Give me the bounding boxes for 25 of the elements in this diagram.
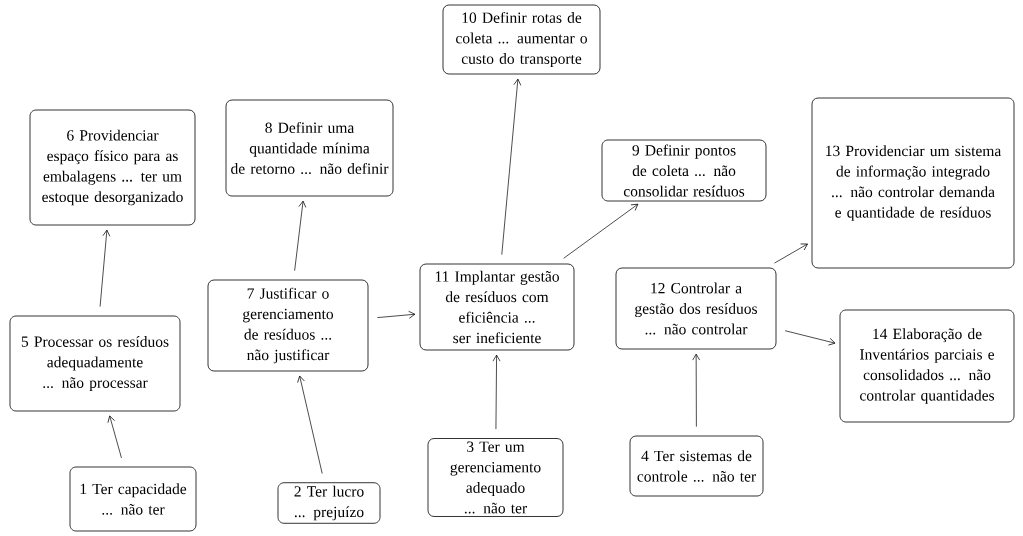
process-box: 7 Justificar o gerenciamento de resíduos ... não justificar (207, 279, 369, 372)
process-box: 1 Ter capacidade ... não ter (69, 466, 197, 532)
arrow (294, 200, 307, 272)
arrow (297, 375, 323, 474)
process-box: 9 Definir pontos de coleta ... não consolidar resíduos (601, 139, 767, 202)
arrow (107, 415, 122, 459)
process-box: 10 Definir rotas de coleta ... aumentar o custo do transporte (442, 4, 601, 75)
process-box: 2 Ter lucro ... prejuízo (277, 482, 381, 524)
process-box: 3 Ter um gerenciamento adequado ... não ter (427, 438, 564, 517)
arrow (774, 243, 808, 264)
arrow (784, 330, 836, 346)
process-box: 12 Controlar a gestão dos resíduos ... não controlar (615, 267, 777, 350)
process-box: 11 Implantar gestão de resíduos com eficiência ... ser ineficiente (419, 263, 575, 351)
arrow (563, 203, 639, 259)
arrow (99, 229, 111, 307)
arrow (692, 353, 700, 427)
arrow (377, 310, 416, 319)
arrow (501, 78, 522, 255)
process-box: 14 Elaboração de Inventários parciais e consolidados ... não controlar quantidades (839, 309, 1015, 423)
process-box: 5 Processar os resíduos adequadamente ... não processar (9, 315, 181, 412)
process-box: 4 Ter sistemas de controle ... não ter (629, 435, 764, 497)
arrow (492, 354, 501, 430)
process-box: 13 Providenciar um sistema de informação integrado ... não controlar demanda e quantidade de resíduos (811, 97, 1015, 269)
process-box: 8 Definir uma quantidade mínima de retorno ... não definir (225, 99, 394, 197)
process-box: 6 Providenciar espaço físico para as embalagens ... ter um estoque desorganizado (29, 109, 196, 226)
